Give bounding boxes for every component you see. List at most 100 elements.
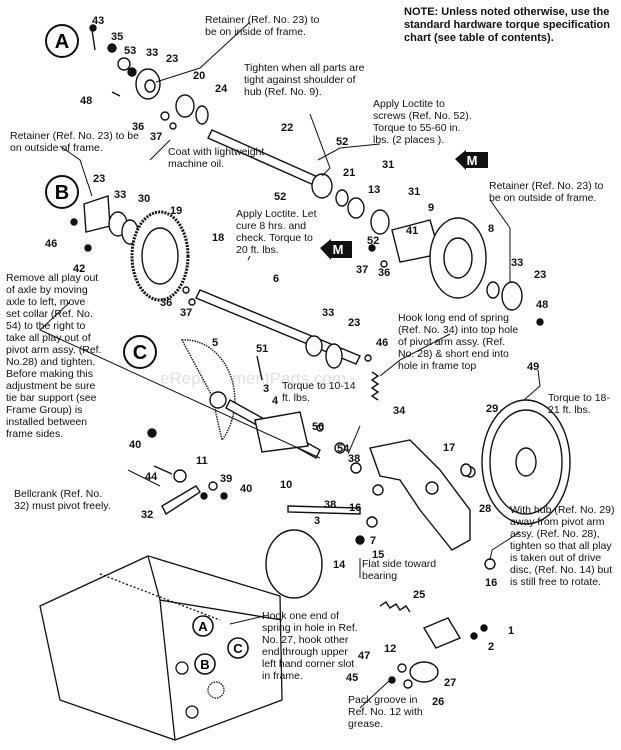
callout: 16 [349,502,361,514]
bracket-parts [388,617,488,689]
callout: 49 [527,361,539,373]
svg-text:B: B [200,657,209,672]
callout: 36 [160,297,172,309]
callout: 28 [479,503,491,515]
callout: 1 [508,625,514,637]
callout: 31 [408,186,420,198]
callout: 35 [111,31,123,43]
callout: 54 [337,443,350,455]
callout: 37 [150,131,162,143]
callout: 43 [92,15,104,27]
note-torque-10-14: Torque to 10-14 ft. lbs. [282,380,356,404]
callout: 7 [370,535,376,547]
svg-text:M: M [333,242,344,257]
callout: 17 [443,442,455,454]
callout: 48 [536,299,548,311]
note-retainer-outside-right: Retainer (Ref. No. 23) to be on outside … [489,180,604,204]
callout: 11 [196,455,208,467]
callout: 20 [193,70,205,82]
callout: 33 [511,257,523,269]
leader-lines [39,21,541,709]
section-tab-m-left: M [320,239,352,260]
note-with-hub: With hub (Ref. No. 29) away from pivot a… [510,504,615,588]
springs [370,371,411,613]
pivot-arm-assembly [265,399,571,599]
callout: 53 [124,45,136,57]
callout: 3 [263,383,269,395]
callout: 8 [488,223,494,235]
callout: 44 [145,471,158,483]
torque-note: NOTE: Unless noted otherwise, use the st… [404,6,610,44]
callout: 10 [280,479,292,491]
callout: 52 [274,191,286,203]
callout-numbers: 43 35 53 33 23 48 20 24 36 37 22 52 21 1… [45,15,548,708]
callout: 45 [346,672,358,684]
note-remove-play: Remove all play out of axle by moving ax… [6,272,102,440]
callout: 24 [215,83,228,95]
callout: 22 [281,122,293,134]
svg-text:C: C [133,342,147,364]
callout: 6 [273,273,279,285]
section-tab-m-right: M [455,150,488,170]
callout: 34 [393,405,406,417]
callout: 4 [272,395,279,407]
callout: 13 [368,184,380,196]
callout: 39 [220,473,232,485]
callout: 38 [348,453,360,465]
frame [39,555,283,741]
callout: 40 [129,439,141,451]
callout: 23 [93,173,105,185]
callout: 33 [146,47,158,59]
note-tighten-hub: Tighten when all parts are tight against… [244,62,365,98]
group-label-c: C [123,335,157,369]
note-retainer-inside: Retainer (Ref. No. 23) to be on inside o… [205,14,320,38]
callout: 27 [444,677,456,689]
callout: 41 [406,225,418,237]
note-hook-spring-27: Hook one end of spring in hole in Ref. N… [262,610,358,682]
callout: 14 [333,559,346,571]
callout: 16 [485,577,497,589]
callout: 9 [428,202,434,214]
callout: 51 [256,343,268,355]
frame-hole-label-c: C [227,637,249,659]
note-pack-groove: Pack groove in Ref. No. 12 with grease. [348,694,423,730]
note-loctite-screws: Apply Loctite to screws (Ref. No. 52). T… [373,98,472,146]
callout: 36 [378,267,390,279]
svg-text:A: A [55,31,69,53]
note-retainer-outside-left: Retainer (Ref. No. 23) to be on outside … [10,130,139,154]
callout: 18 [212,232,224,244]
callout: 48 [80,95,92,107]
callout: 42 [73,263,85,275]
axle-parts [305,173,544,369]
note-torque-18-21: Torque to 18-21 ft. lbs. [548,392,610,416]
callout: 38 [324,499,336,511]
callout: 52 [336,136,348,148]
callout: 2 [488,641,494,653]
note-loctite-cure: Apply Loctite. Let cure 8 hrs. and check… [236,208,317,256]
callout: 33 [322,307,334,319]
svg-text:C: C [233,641,243,656]
callout: 36 [132,121,144,133]
callout: 23 [348,317,360,329]
callout: 23 [534,269,546,281]
callout: 37 [356,264,368,276]
callout: 3 [314,515,320,527]
frame-hole-label-b: B [194,653,216,675]
group-a-parts [89,24,321,187]
svg-text:M: M [467,153,478,168]
callout: 50 [312,421,324,433]
group-label-b: B [45,175,79,209]
group-label-a: A [45,24,79,58]
note-coat-oil: Coat with lightweight machine oil. [168,146,265,170]
callout: 26 [432,696,444,708]
callout: 5 [212,337,218,349]
callout: 31 [382,159,394,171]
callout: 30 [138,193,150,205]
callout: 52 [367,235,379,247]
group-c-parts [147,339,362,516]
callout: 46 [45,238,57,250]
svg-text:A: A [198,619,208,634]
callout: 46 [376,337,388,349]
callout: 29 [486,403,498,415]
